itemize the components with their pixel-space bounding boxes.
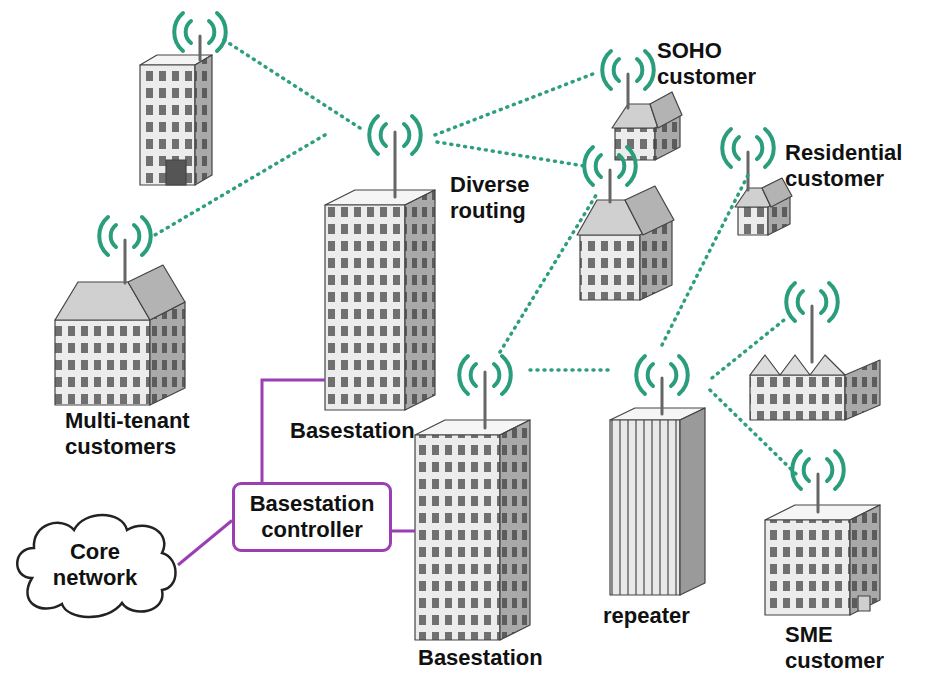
label-group: Basestation [290, 418, 440, 444]
control-link [178, 521, 232, 566]
building-icon [580, 235, 640, 300]
building-icon [610, 420, 680, 595]
site-label: SOHO customer [657, 38, 782, 90]
building-icon [738, 207, 768, 235]
site-label: Basestation [290, 418, 440, 444]
signal-waves [602, 51, 654, 89]
site-label: SME customer [785, 622, 910, 674]
building-icon [55, 55, 880, 640]
building-icon [680, 408, 705, 595]
building-icon [140, 65, 195, 185]
building-icon [845, 360, 880, 420]
building-icon [195, 55, 212, 185]
site-label: Basestation [418, 645, 568, 671]
cloud-outline [17, 515, 175, 617]
antenna-mast [661, 378, 664, 414]
label-group: Basestation controller [243, 491, 381, 543]
site-node: repeater [610, 345, 710, 595]
building-icon [650, 92, 682, 128]
antenna-mast [199, 36, 202, 60]
radio-link [530, 368, 610, 372]
label-group: SME customer [785, 622, 910, 674]
antenna-mast [627, 74, 630, 108]
label-group: repeater [603, 603, 723, 629]
antenna-mast [124, 240, 127, 283]
signal-waves [99, 217, 151, 255]
label-group: Multi-tenant customers [65, 408, 240, 460]
antenna-mast [817, 474, 820, 512]
signal-waves [584, 147, 636, 185]
radio-link [155, 135, 325, 235]
site-node: Basestation [415, 345, 530, 640]
site-node: SOHO customer [598, 45, 655, 100]
radio-link [662, 175, 748, 345]
site-node: Multi-tenant customers [100, 210, 155, 260]
antenna-mast [609, 170, 612, 202]
building-icon [128, 265, 185, 320]
signal-waves [369, 116, 421, 154]
building-icon [858, 596, 870, 611]
cloud-label: Core network [39, 539, 151, 591]
site-label: Multi-tenant customers [65, 408, 240, 460]
antenna-mast [747, 152, 750, 190]
signal-waves [174, 13, 226, 51]
building-icon [750, 375, 845, 420]
signal-waves [636, 356, 688, 394]
building-icon [325, 205, 405, 410]
radio-link [435, 72, 598, 135]
site-node: Residential customer [722, 122, 774, 175]
label-group: Residential customer [785, 140, 925, 192]
radio-link [437, 142, 584, 166]
site-node: Basestation [325, 110, 435, 410]
building-icon [750, 355, 845, 375]
box-label: Basestation controller [243, 491, 381, 543]
label-group: Core network [39, 539, 151, 591]
building-icon [625, 186, 674, 235]
site-node: SME customer [797, 445, 845, 495]
building-icon [765, 520, 850, 615]
signal-waves [459, 356, 511, 394]
site-label: Residential customer [785, 140, 925, 192]
building-icon [166, 160, 186, 185]
antenna-mast [125, 36, 818, 512]
site-label: repeater [603, 603, 723, 629]
radio-link [710, 390, 797, 475]
controller-box: Basestation controller [232, 482, 392, 552]
building-icon [415, 435, 500, 640]
label-group: Basestation [418, 645, 568, 671]
control-link [392, 529, 415, 532]
signal-waves [99, 13, 844, 489]
note-label: Diverse routing [450, 172, 562, 224]
radio-link [224, 40, 360, 128]
network-cloud: Core network [12, 508, 178, 622]
signal-waves [722, 129, 774, 167]
building-icon [850, 505, 880, 615]
building-icon [55, 320, 150, 405]
building-icon [405, 190, 435, 410]
building-icon [500, 420, 530, 640]
antenna-mast [394, 132, 397, 197]
antenna-mast [811, 306, 814, 362]
antenna-mast [484, 372, 487, 428]
label-group: SOHO customer [657, 38, 782, 90]
signal-waves [792, 451, 844, 489]
signal-waves [786, 283, 838, 321]
radio-link [224, 40, 784, 378]
